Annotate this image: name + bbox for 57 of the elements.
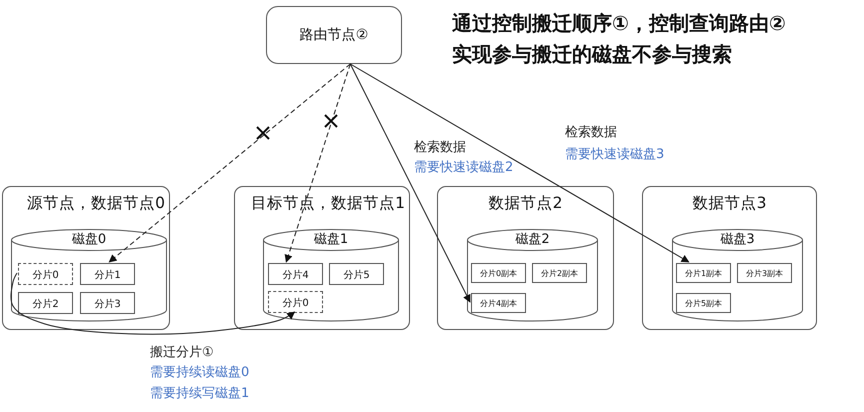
blocked-query-arrow [108, 64, 351, 262]
disk-cylinder [263, 229, 399, 321]
node-heading: 源节点，数据节点0 [27, 193, 165, 214]
node-heading: 数据节点2 [488, 193, 564, 214]
disk-label: 磁盘2 [514, 231, 551, 248]
shard-box [18, 292, 73, 314]
shard-label: 分片3 [93, 298, 122, 311]
shard-label: 分片5 [342, 268, 371, 282]
shard-label: 分片0 [31, 268, 60, 282]
node-heading: 目标节点，数据节点1 [251, 193, 405, 214]
replica-shard-box [737, 263, 792, 283]
node-heading: 数据节点3 [692, 193, 768, 214]
blocked-query-arrow [284, 64, 351, 263]
shard-box [268, 263, 323, 285]
arrow [350, 64, 470, 303]
shard-label: 分片4 [281, 268, 310, 282]
server-node-panel [437, 186, 614, 330]
disk-label: 磁盘0 [70, 231, 108, 248]
replica-shard-box [471, 293, 526, 313]
server-node-panel [2, 186, 170, 330]
router-node-box [266, 6, 402, 64]
edge-note: 需要持续读磁盘0 [150, 364, 250, 381]
server-node-panel [234, 186, 410, 330]
shard-label: 分片2 [31, 298, 60, 311]
migrating-shard-box [268, 291, 323, 313]
shard-box [80, 263, 135, 285]
shard-label: 分片1 [93, 268, 122, 282]
edge-note: 检索数据 [565, 124, 617, 141]
replica-shard-box [676, 263, 731, 283]
shard-label: 分片1副本 [684, 268, 724, 279]
edge-note: 搬迁分片① [150, 344, 214, 361]
shard-label: 分片0 [281, 296, 310, 310]
edge-note: 需要快速读磁盘3 [565, 146, 664, 163]
disk-label: 磁盘1 [312, 231, 350, 248]
shard-label: 分片2副本 [540, 268, 580, 279]
disk-cylinder [11, 229, 167, 321]
shard-box [80, 292, 135, 314]
replica-shard-box [532, 263, 587, 283]
replica-shard-box [676, 293, 731, 313]
note-text: 通过控制搬迁顺序①，控制查询路由②实现参与搬迁的磁盘不参与搜索 [452, 10, 787, 68]
shard-label: 分片5副本 [684, 298, 724, 309]
shard-label: 分片0副本 [478, 268, 518, 279]
shard-label: 分片3副本 [744, 268, 784, 279]
server-node-panel [642, 186, 817, 330]
disk-cylinder [672, 229, 803, 321]
edge-note: 检索数据 [414, 139, 466, 156]
edge-note: 需要快速读磁盘2 [414, 159, 514, 176]
arrow [350, 64, 690, 262]
shard-label: 分片4副本 [478, 298, 518, 309]
shard-box [329, 263, 384, 285]
edge-note: 需要持续写磁盘1 [150, 385, 250, 402]
replica-shard-box [471, 263, 526, 283]
disk-label: 磁盘3 [719, 231, 756, 248]
arrow [10, 272, 296, 335]
migrating-shard-box [18, 263, 73, 285]
node-label: 路由节点② [298, 26, 370, 44]
disk-cylinder [467, 229, 598, 321]
